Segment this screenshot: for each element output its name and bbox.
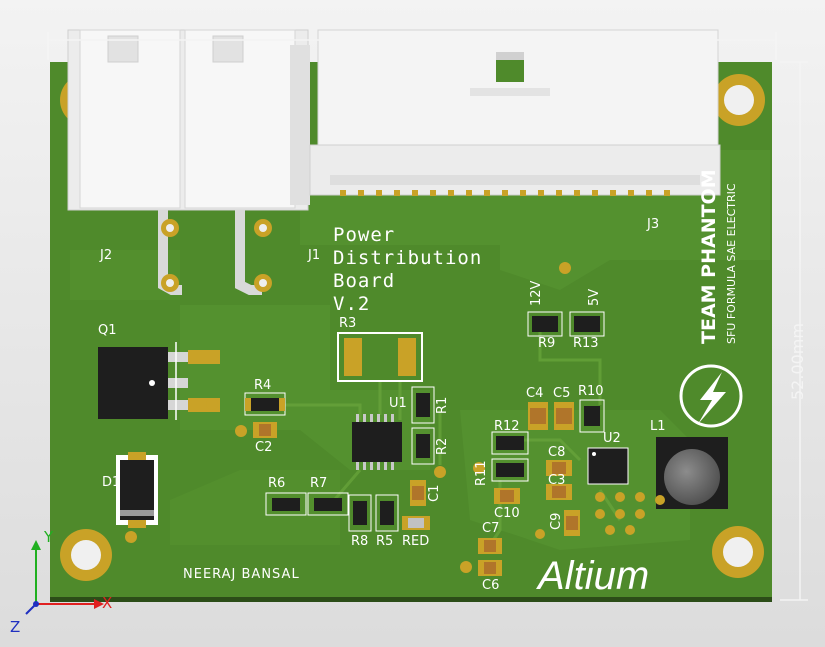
dimension-width: 70.00	[378, 30, 424, 49]
label-r6: R6	[268, 476, 286, 491]
axis-gizmo	[25, 540, 104, 615]
label-12v: 12V	[529, 280, 544, 306]
label-c8: C8	[548, 445, 566, 460]
team-name: TEAM PHANTOM	[698, 169, 720, 344]
capacitor-c5	[554, 402, 574, 430]
label-r3: R3	[339, 316, 357, 331]
team-logo-icon	[679, 364, 743, 428]
label-c10: C10	[494, 506, 520, 521]
label-r13: R13	[573, 336, 599, 351]
resistor-r8	[348, 494, 372, 532]
resistor-r6	[265, 492, 307, 516]
resistor-r13	[569, 311, 605, 337]
resistor-r9	[527, 311, 563, 337]
label-r9: R9	[538, 336, 556, 351]
board-title-line-2: Distribution	[333, 247, 483, 269]
label-r10: R10	[578, 384, 604, 399]
label-d1: D1	[102, 475, 121, 490]
label-r7: R7	[310, 476, 328, 491]
resistor-r2	[411, 427, 435, 465]
resistor-r1	[411, 386, 435, 424]
capacitor-c2	[253, 422, 277, 438]
resistor-r11	[491, 458, 529, 482]
label-c1: C1	[427, 484, 442, 502]
label-c6: C6	[482, 578, 500, 593]
brand-logo-text: Altium	[538, 554, 650, 598]
label-c9: C9	[549, 512, 564, 530]
mount-hole-br	[712, 526, 764, 578]
capacitor-c7	[478, 538, 502, 554]
label-u1: U1	[389, 396, 407, 411]
board-title-line-1: Power	[333, 224, 396, 246]
label-r8: R8	[351, 534, 369, 549]
diode-d1	[116, 452, 158, 528]
label-r4: R4	[254, 378, 272, 393]
label-r5: R5	[376, 534, 394, 549]
resistor-r4	[244, 392, 286, 416]
inductor-l1	[656, 437, 728, 509]
resistor-r10	[579, 399, 605, 433]
label-j3: J3	[647, 217, 660, 232]
connector-j3	[309, 29, 721, 196]
axis-label-x: X	[102, 594, 113, 612]
ic-u2	[587, 447, 645, 535]
capacitor-c8	[546, 460, 572, 476]
label-c4: C4	[526, 386, 544, 401]
author-name: NEERAJ BANSAL	[183, 567, 300, 582]
label-r2: R2	[435, 437, 450, 455]
mount-hole-bl	[60, 529, 112, 581]
label-r1: R1	[435, 396, 450, 414]
led-red	[402, 516, 430, 530]
dimension-height: 52.00mm	[788, 323, 807, 400]
resistor-r7	[307, 492, 349, 516]
axis-label-y: Y	[44, 528, 54, 546]
passive-components	[244, 311, 605, 576]
capacitor-c10	[494, 488, 520, 504]
mount-hole-tr	[713, 74, 765, 126]
board-title-line-4: V.2	[333, 293, 371, 315]
connector-j2	[67, 29, 310, 295]
capacitor-c6	[478, 560, 502, 576]
label-c2: C2	[255, 440, 273, 455]
label-red: RED	[402, 534, 430, 549]
team-subtitle: SFU FORMULA SAE ELECTRIC	[725, 183, 738, 344]
label-5v: 5V	[587, 288, 602, 306]
label-u2: U2	[603, 431, 621, 446]
label-r12: R12	[494, 419, 520, 434]
label-j2: J2	[100, 248, 113, 263]
capacitor-c9	[564, 510, 580, 536]
label-c3: C3	[548, 473, 566, 488]
resistor-r12	[491, 431, 529, 455]
board-title-line-3: Board	[333, 270, 396, 292]
label-c7: C7	[482, 521, 500, 536]
label-r11: R11	[474, 460, 489, 486]
label-c5: C5	[553, 386, 571, 401]
capacitor-c4	[528, 402, 548, 430]
vias	[125, 262, 665, 573]
capacitor-c3	[546, 484, 572, 500]
resistor-r5	[375, 494, 399, 532]
label-j1: J1	[308, 248, 321, 263]
capacitor-c1	[410, 480, 426, 506]
label-l1: L1	[650, 419, 666, 434]
label-q1: Q1	[98, 323, 117, 338]
ic-u1	[352, 414, 402, 470]
resistor-r3	[337, 332, 423, 382]
axis-label-z: Z	[10, 618, 21, 636]
dimension-lines	[47, 32, 808, 601]
